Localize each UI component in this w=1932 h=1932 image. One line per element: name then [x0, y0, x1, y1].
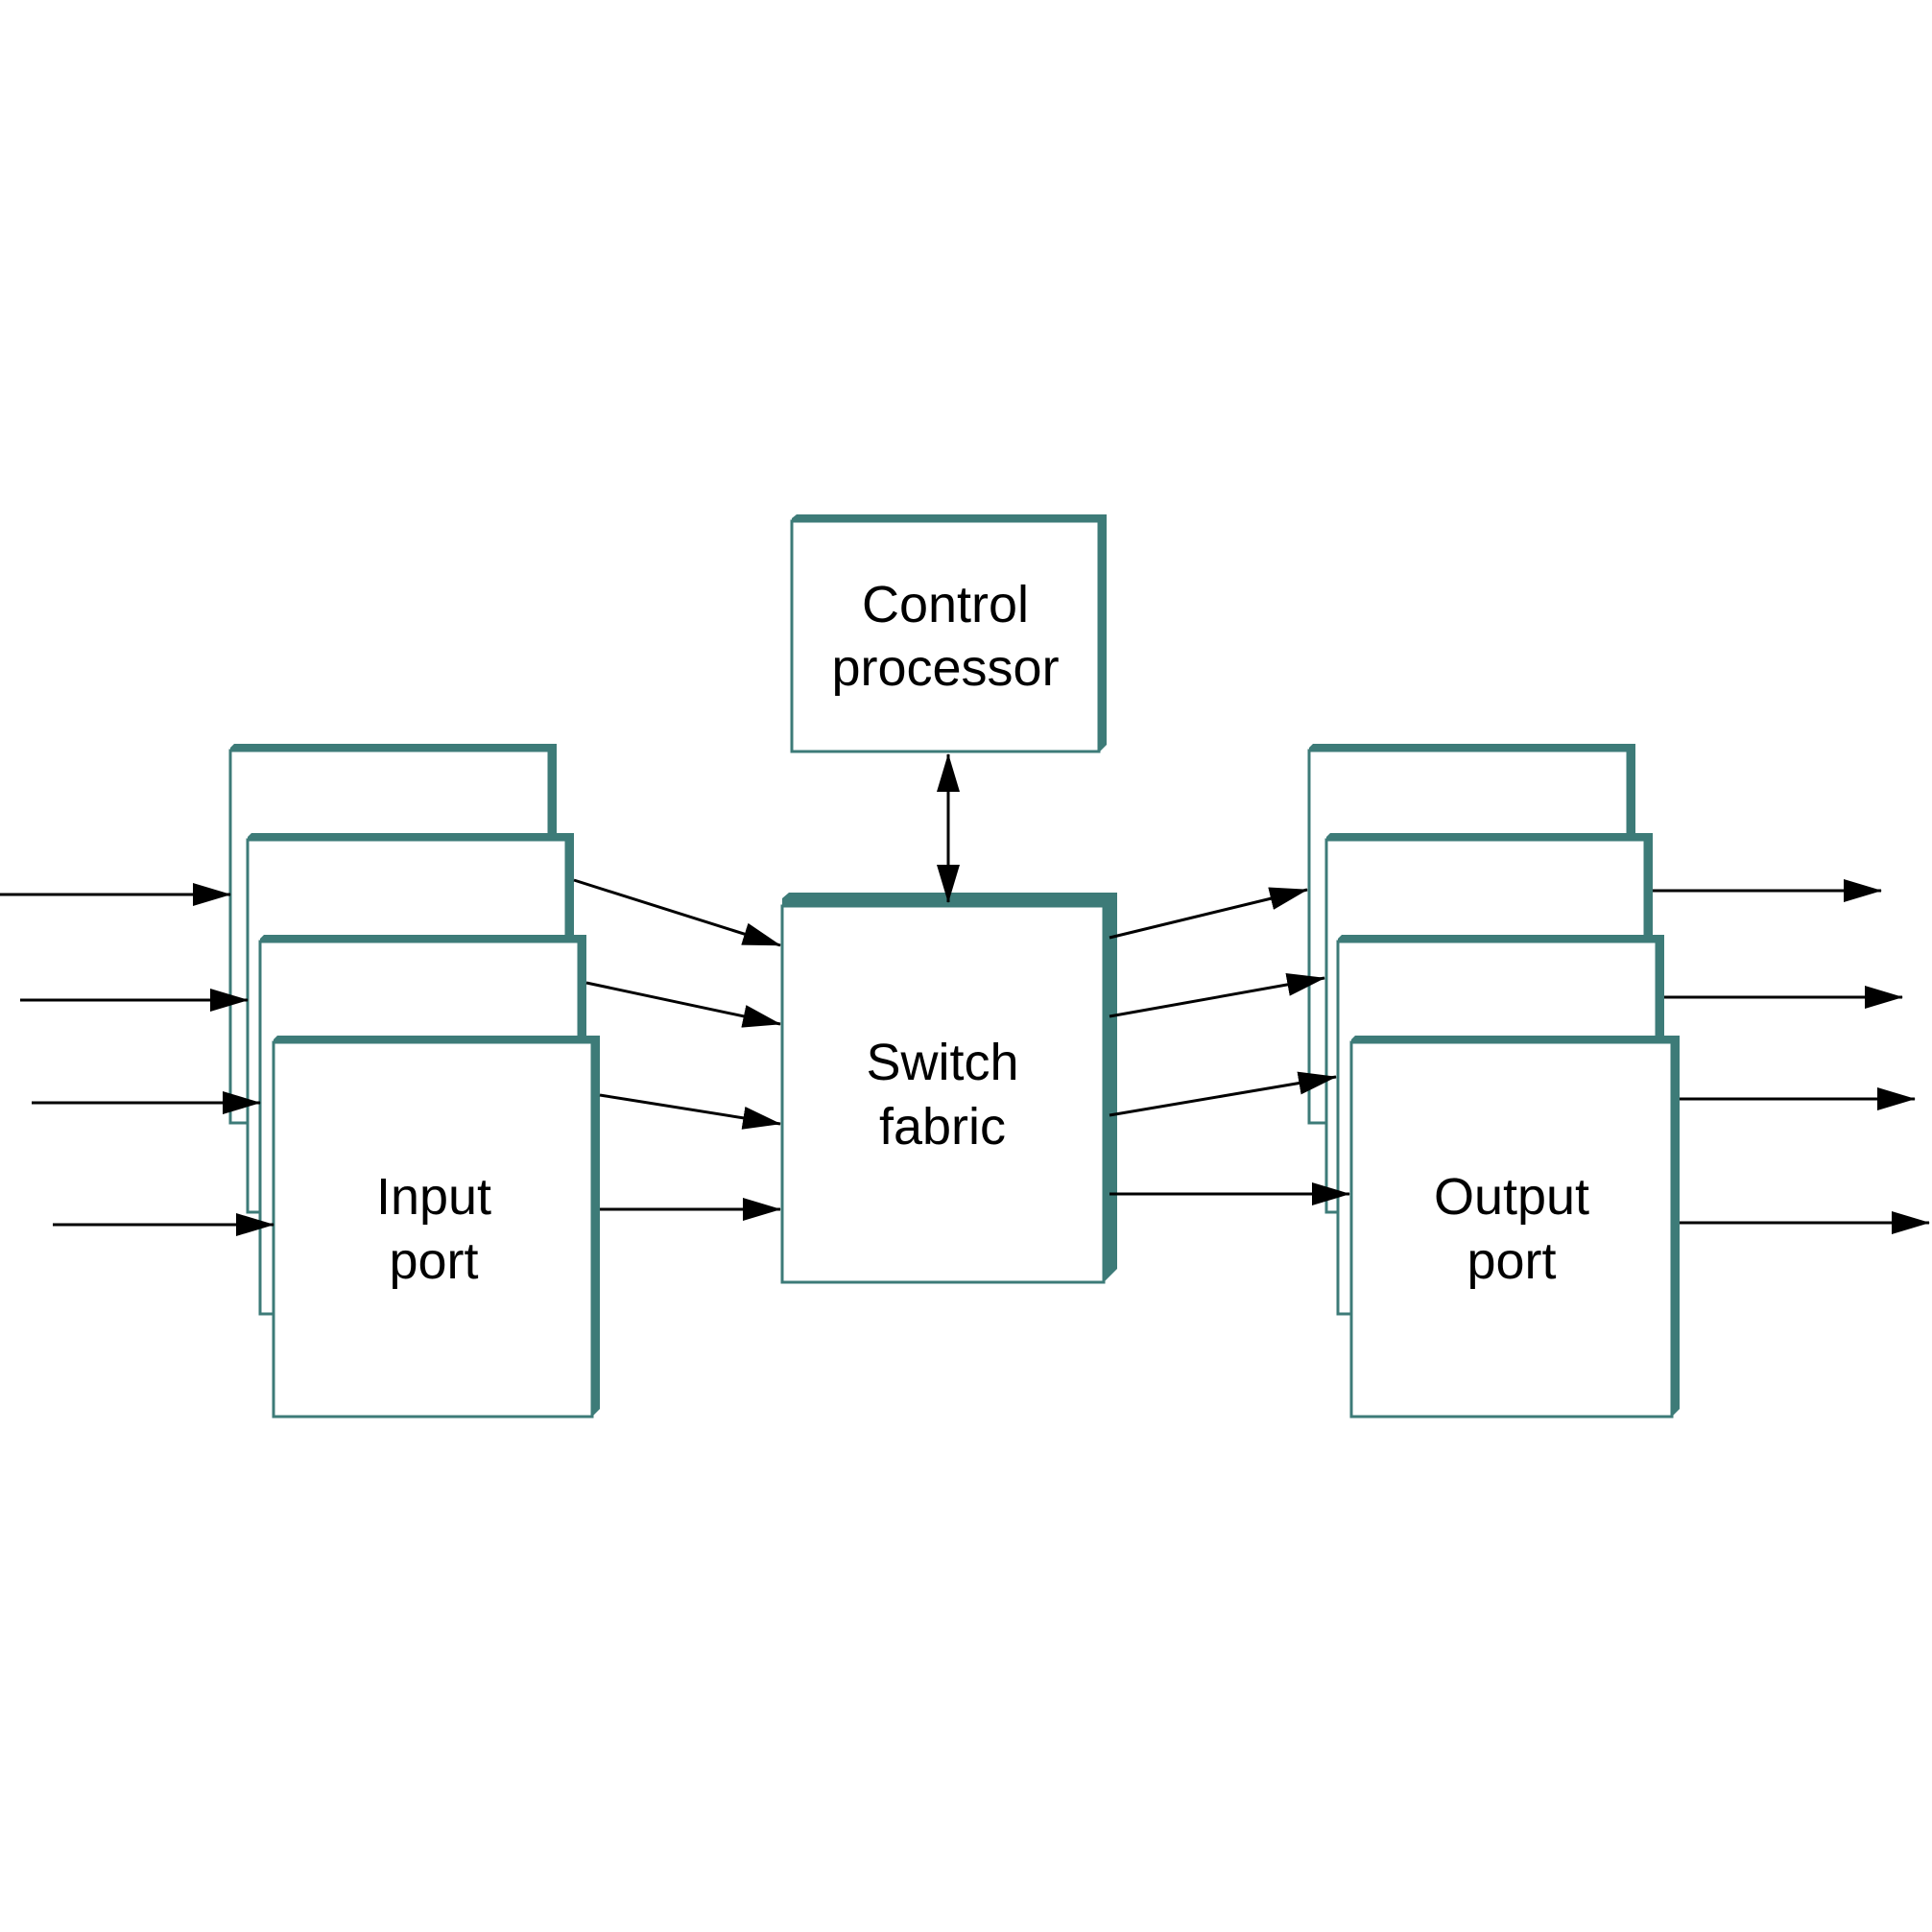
fabric-to-output-arrow-2 — [1109, 973, 1325, 1018]
output-port-label-line1: Output — [1434, 1168, 1589, 1226]
output-port-card-4 — [1349, 1036, 1680, 1419]
input-to-fabric-arrow-3 — [599, 1093, 781, 1130]
output-port-stack — [1307, 744, 1680, 1419]
output-port-label-line2: port — [1467, 1232, 1556, 1290]
fabric-to-output-arrow-3 — [1109, 1071, 1337, 1117]
input-port-label-line2: port — [389, 1232, 478, 1290]
control-processor-label-line2: processor — [831, 639, 1059, 697]
input-to-fabric-arrow-1 — [573, 878, 781, 947]
fabric-to-output-arrow-1 — [1109, 887, 1308, 940]
switch-fabric-label-line1: Switch — [866, 1034, 1018, 1091]
input-port-card-4 — [272, 1036, 600, 1419]
input-port-label-line1: Input — [376, 1168, 491, 1226]
switch-fabric-box — [780, 893, 1117, 1284]
switch-fabric-label-line2: fabric — [879, 1098, 1006, 1156]
input-port-stack — [228, 744, 600, 1419]
control-processor-label-line1: Control — [862, 576, 1029, 633]
input-to-fabric-arrow-2 — [585, 981, 781, 1028]
control-processor-box — [790, 514, 1107, 753]
